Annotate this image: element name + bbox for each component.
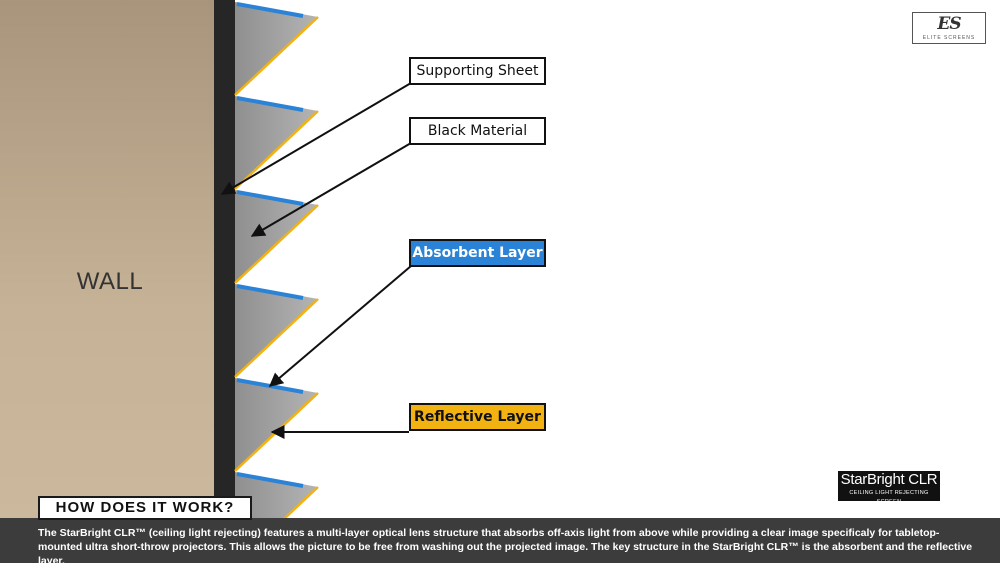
arrow-supporting-sheet <box>220 82 412 195</box>
absorbent-layer-edge <box>236 2 304 18</box>
reflective-layer-edge <box>234 110 319 190</box>
arrow-absorbent-layer <box>268 265 412 387</box>
absorbent-layer-edge <box>236 472 304 488</box>
absorbent-layer-edge <box>236 284 304 300</box>
callout-black-material: Black Material <box>409 117 546 145</box>
prism-stack <box>234 2 319 563</box>
product-logo-tagline: CEILING LIGHT REJECTING SCREEN <box>849 490 929 505</box>
wall-label: WALL <box>76 268 144 295</box>
reflective-layer-edge <box>234 204 319 284</box>
callout-reflective-layer: Reflective Layer <box>409 403 546 431</box>
leader-lines <box>220 82 412 439</box>
brand-logo-subtitle: ELITE SCREENS <box>922 35 976 41</box>
prism-facet <box>235 284 318 377</box>
backing-strip <box>214 0 235 563</box>
description-text: The StarBright CLR™ (ceiling light rejec… <box>0 518 1000 567</box>
reflective-layer-edge <box>234 298 319 378</box>
prism-facet <box>235 96 318 189</box>
product-logo-name: StarBright CLR <box>840 471 938 488</box>
brand-logo-mark: ES <box>937 14 961 34</box>
elite-screens-logo: ES ELITE SCREENS <box>912 12 986 44</box>
prism-facet <box>235 2 318 95</box>
starbright-clr-logo: StarBright CLR CEILING LIGHT REJECTING S… <box>838 471 940 505</box>
prism-facet <box>235 190 318 283</box>
wall <box>0 0 214 563</box>
how-it-works-heading: HOW DOES IT WORK? <box>38 496 252 520</box>
absorbent-layer-edge <box>236 190 304 206</box>
callout-absorbent-layer: Absorbent Layer <box>409 239 546 267</box>
arrow-black-material <box>250 142 412 237</box>
absorbent-layer-edge <box>236 96 304 112</box>
prism-facet <box>235 378 318 471</box>
callout-supporting-sheet: Supporting Sheet <box>409 57 546 85</box>
reflective-layer-edge <box>234 16 319 96</box>
